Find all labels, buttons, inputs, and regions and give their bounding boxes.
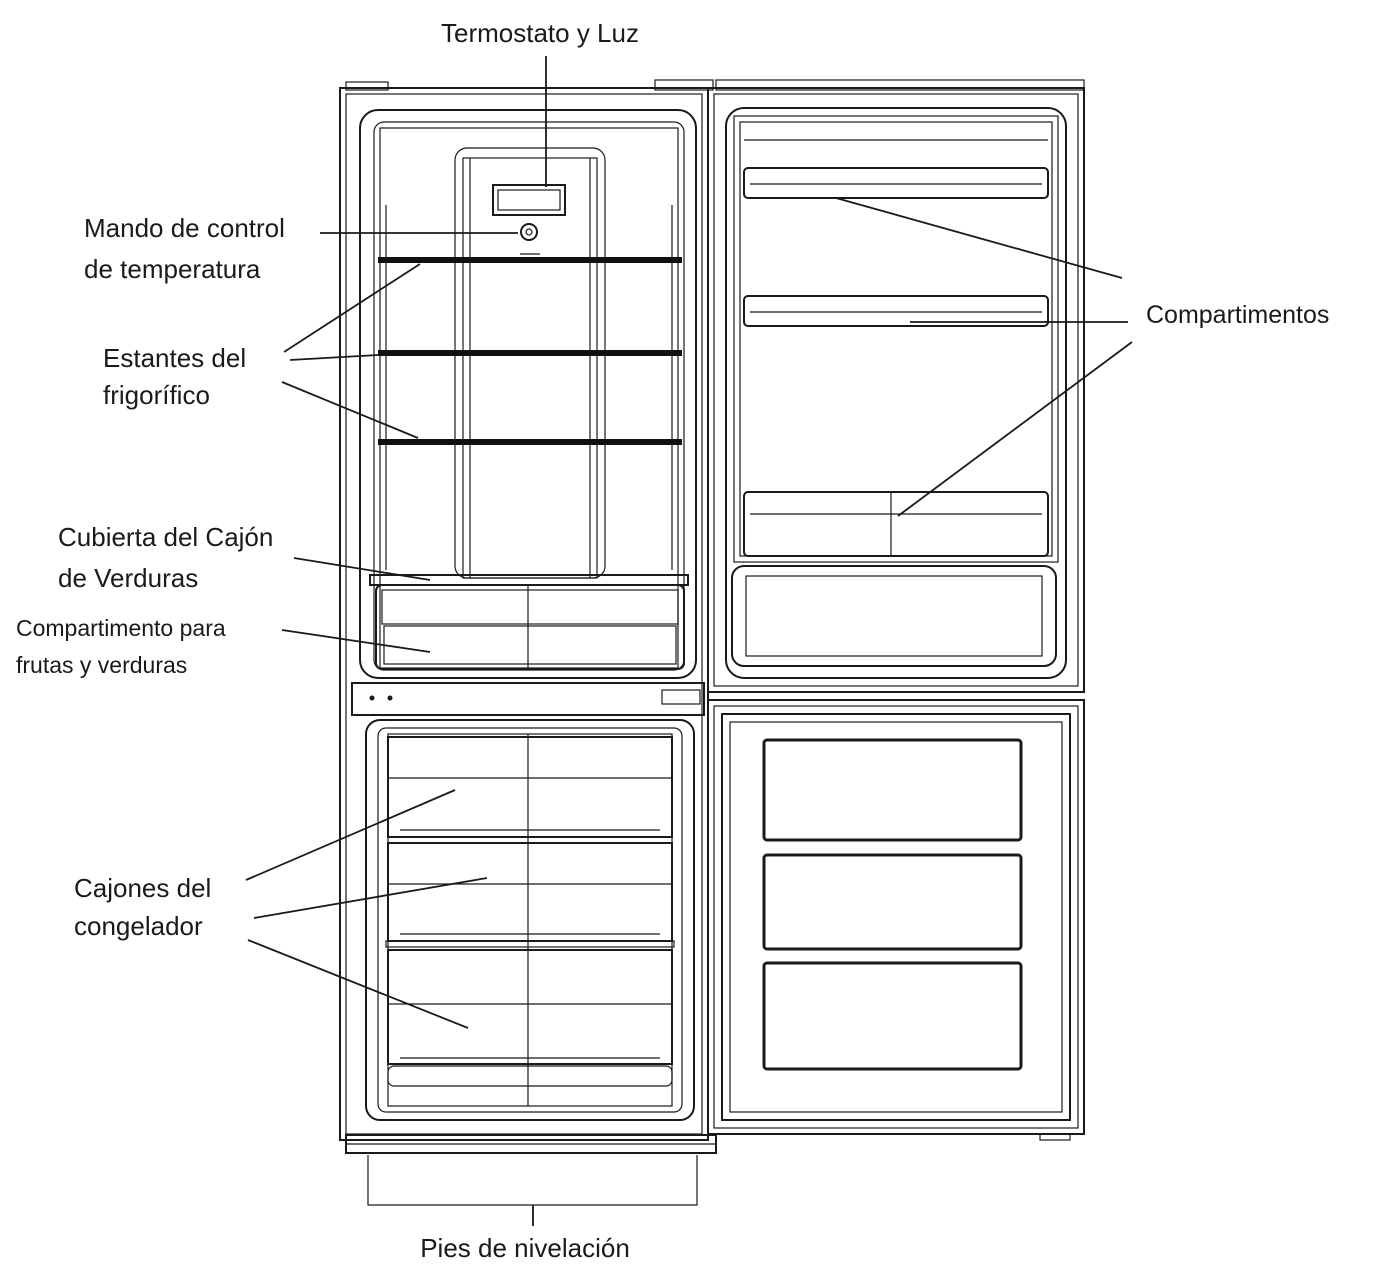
freezer-compartment <box>365 719 695 1121</box>
temperature-control-knob <box>520 223 540 255</box>
label-freezer-drawers-line1: Cajones del <box>74 873 211 903</box>
fridge-shelves <box>378 257 682 445</box>
label-crisper-line2: frutas y verduras <box>16 652 187 678</box>
leader-lines <box>245 56 1133 1029</box>
callout-labels: Termostato y Luz Mando de control de tem… <box>16 18 1329 1263</box>
label-fridge-shelves-line1: Estantes del <box>103 343 246 373</box>
label-leveling-feet: Pies de nivelación <box>420 1233 630 1263</box>
label-crisper-cover-line2: de Verduras <box>58 563 198 593</box>
freezer-door <box>707 699 1085 1141</box>
label-door-compartments: Compartimentos <box>1146 301 1329 329</box>
freezer-drawers <box>385 736 675 1087</box>
fridge-door <box>707 79 1085 693</box>
thermostat-light-unit <box>492 184 566 216</box>
door-compartments <box>731 167 1057 667</box>
label-fridge-shelves-line2: frigorífico <box>103 380 210 410</box>
label-temp-control-line2: de temperatura <box>84 254 261 284</box>
divider-panel <box>351 682 705 716</box>
label-crisper-line1: Compartimento para <box>16 615 226 641</box>
label-crisper-cover-line1: Cubierta del Cajón <box>58 522 273 552</box>
label-freezer-drawers-line2: congelador <box>74 911 203 941</box>
leveling-feet <box>367 1155 698 1226</box>
label-temp-control-line1: Mando de control <box>84 213 285 243</box>
crisper-drawer <box>369 574 689 670</box>
label-thermostat-light: Termostato y Luz <box>441 18 639 48</box>
